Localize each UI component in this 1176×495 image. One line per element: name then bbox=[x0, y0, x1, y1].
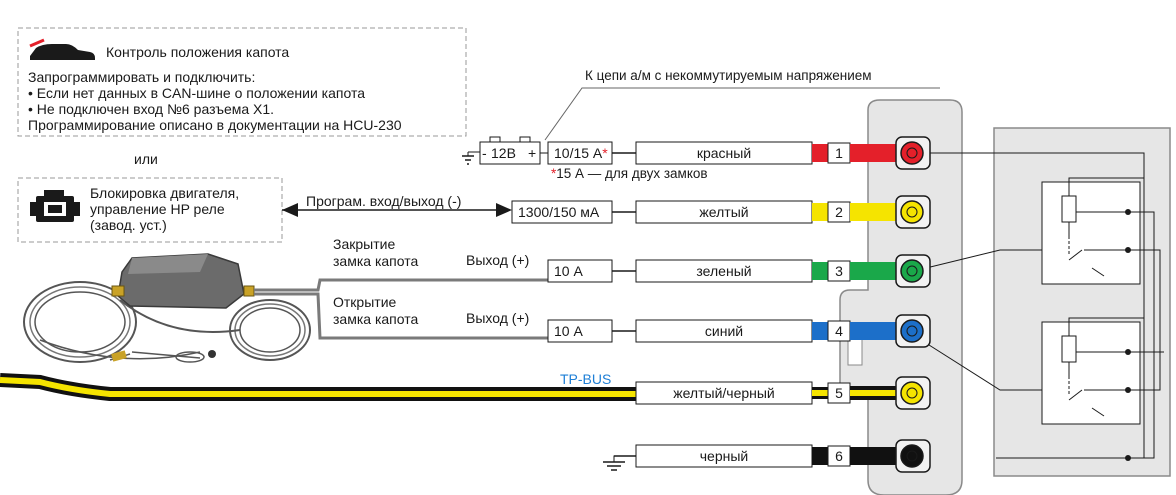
wire-color-1 bbox=[812, 144, 828, 162]
fuse-box-3 bbox=[547, 259, 613, 283]
terminal-core-2 bbox=[906, 206, 918, 218]
output-label-close: Выход (+) bbox=[466, 252, 529, 268]
pin-number-5: 5 bbox=[835, 385, 843, 401]
terminal-cap-4 bbox=[900, 319, 924, 343]
wire-color-6 bbox=[812, 447, 828, 465]
fuse-value-2: 1300/150 мА bbox=[518, 204, 600, 220]
fuse-star-1: * bbox=[602, 145, 608, 161]
terminal-cap-2 bbox=[900, 200, 924, 224]
engine-block-box: Блокировка двигателя, управление HP реле… bbox=[17, 177, 283, 243]
car-hood-icon bbox=[29, 38, 95, 60]
fuse-value-3: 10 А bbox=[554, 263, 583, 279]
terminal-core-3 bbox=[906, 265, 918, 277]
battery-label: 12В bbox=[491, 145, 516, 161]
fuse-footnote-text: 15 А — для двух замков bbox=[556, 166, 707, 181]
fuse-value-text-1: 10/15 А bbox=[554, 145, 603, 161]
terminal-cap-5 bbox=[900, 381, 924, 405]
fuse-box-4 bbox=[547, 319, 613, 343]
battery-minus: - bbox=[482, 145, 487, 161]
tp-bus-label: TP-BUS bbox=[560, 371, 611, 387]
output-label-open: Выход (+) bbox=[466, 310, 529, 326]
ground-symbol bbox=[603, 455, 636, 471]
circuit-note-leader bbox=[544, 87, 940, 141]
fuse-box-1 bbox=[547, 141, 613, 165]
hood-close-line2: замка капота bbox=[333, 253, 418, 269]
hood-box-line1: Запрограммировать и подключить: bbox=[28, 69, 255, 85]
cable-close bbox=[254, 278, 548, 292]
fuse-value-text-4: 10 А bbox=[554, 323, 583, 339]
wire-color-name-5: желтый/черный bbox=[673, 385, 775, 401]
wire-color-name-6: черный bbox=[700, 448, 748, 464]
wire-color-name-4: синий bbox=[705, 323, 743, 339]
battery-plus: + bbox=[528, 145, 536, 161]
terminal-cap-1 bbox=[900, 141, 924, 165]
pin-number-2: 2 bbox=[835, 204, 843, 220]
engine-box-line2: управление HP реле bbox=[90, 201, 225, 217]
hood-control-box: Контроль положения капота Запрограммиров… bbox=[17, 27, 467, 137]
terminal-core-6 bbox=[906, 450, 918, 462]
circuit-note: К цепи а/м с некоммутируемым напряжением bbox=[585, 68, 872, 83]
wire-color-4 bbox=[812, 322, 828, 340]
wire-color-3 bbox=[812, 262, 828, 280]
wire-color-name-1: красный bbox=[697, 145, 751, 161]
fuse-footnote-star: * bbox=[551, 166, 557, 181]
hood-box-line3: • Не подключен вход №6 разъема X1. bbox=[28, 101, 274, 117]
wire-color-name-2: желтый bbox=[699, 204, 748, 220]
fuse-value-4: 10 А bbox=[554, 323, 583, 339]
relay-wiring bbox=[917, 152, 1164, 459]
tp-bus-cable bbox=[0, 373, 640, 401]
terminal-core-5 bbox=[906, 387, 918, 399]
terminal-core-1 bbox=[906, 147, 918, 159]
pin-number-3: 3 bbox=[835, 263, 843, 279]
engine-box-line3: (завод. уст.) bbox=[90, 217, 167, 233]
fuse-footnote: *15 А — для двух замков bbox=[551, 166, 708, 181]
terminal-cap-3 bbox=[900, 259, 924, 283]
wire-color-name-3: зеленый bbox=[696, 263, 751, 279]
pin-number-6: 6 bbox=[835, 448, 843, 464]
hood-close-line1: Закрытие bbox=[333, 236, 395, 252]
hood-lock-actuator bbox=[23, 253, 311, 363]
cable-open bbox=[254, 292, 548, 340]
wire-color-5 bbox=[812, 390, 828, 396]
or-label: или bbox=[134, 151, 158, 167]
hood-open-line2: замка капота bbox=[333, 311, 418, 327]
engine-box-line1: Блокировка двигателя, bbox=[90, 185, 239, 201]
hood-box-line2: • Если нет данных в CAN-шине о положении… bbox=[28, 85, 365, 101]
wire-color-2 bbox=[812, 203, 828, 221]
terminal-core-4 bbox=[906, 325, 918, 337]
fuse-box-2 bbox=[511, 200, 613, 224]
wire-in-stripe-5 bbox=[850, 390, 912, 396]
fuse-value-text-3: 10 А bbox=[554, 263, 583, 279]
pin-number-4: 4 bbox=[835, 323, 843, 339]
fuse-value-text-2: 1300/150 мА bbox=[518, 204, 600, 220]
fuse-value-1: 10/15 А* bbox=[554, 145, 608, 161]
pin-number-1: 1 bbox=[835, 145, 843, 161]
hood-box-title: Контроль положения капота bbox=[106, 44, 289, 60]
prog-io-arrow bbox=[282, 203, 512, 217]
battery-group: - 12В + bbox=[462, 136, 552, 165]
prog-io-label: Програм. вход/выход (-) bbox=[306, 193, 461, 209]
terminal-cap-6 bbox=[900, 444, 924, 468]
hood-open-line1: Открытие bbox=[333, 294, 397, 310]
engine-icon bbox=[30, 190, 80, 222]
hood-box-line4: Программирование описано в документации … bbox=[28, 117, 402, 133]
relay-box bbox=[993, 127, 1171, 477]
